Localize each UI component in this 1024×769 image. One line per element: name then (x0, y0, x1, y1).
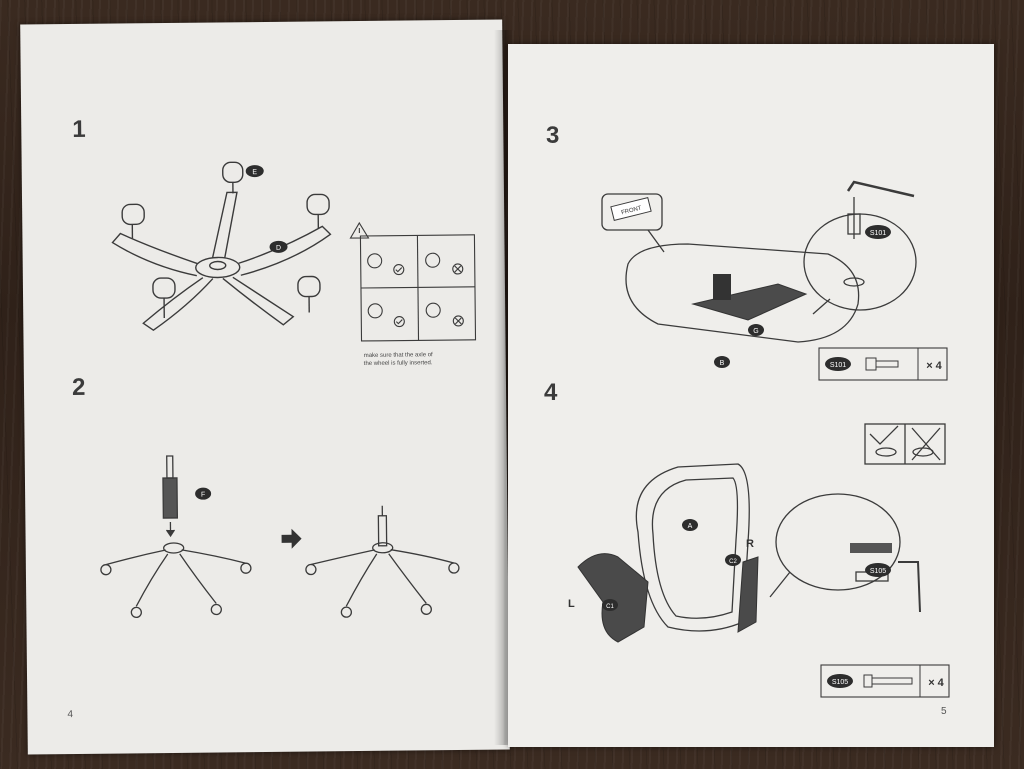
svg-text:FRONT: FRONT (621, 205, 643, 216)
part-badge-f: F (195, 487, 212, 500)
svg-text:A: A (688, 523, 693, 530)
svg-text:× 4: × 4 (926, 360, 942, 372)
step-3-number: 3 (546, 122, 560, 149)
warning-icon (349, 221, 370, 239)
check-icon (393, 316, 405, 328)
step-4-backrest-armrest-illustration: A R L C1 C2 S105 (568, 423, 946, 643)
part-badge-g: G (748, 324, 764, 336)
svg-text:S105: S105 (832, 679, 848, 686)
check-icon (393, 264, 405, 276)
part-badge-e: E (245, 165, 264, 178)
svg-text:S101: S101 (870, 230, 886, 237)
check-icon (869, 425, 899, 445)
manual-page-right: 3 4 FRONT S101 G (508, 44, 994, 747)
left-side-label: L (568, 598, 575, 610)
svg-text:D: D (276, 245, 281, 252)
step-1-base-illustration: E D (111, 161, 332, 332)
step-3-seat-mechanism-illustration: FRONT S101 G B (601, 180, 917, 368)
svg-text:C2: C2 (729, 559, 737, 565)
caution-caption: make sure that the axle of the wheel is … (364, 351, 464, 368)
cross-icon (452, 263, 464, 275)
svg-text:E: E (252, 169, 257, 176)
svg-text:S101: S101 (830, 362, 846, 369)
cross-icon (452, 315, 464, 327)
part-badge-s105: S105 (865, 563, 891, 577)
step-2-gas-lift-illustration: F (100, 455, 460, 619)
step-4-number: 4 (544, 379, 558, 406)
step-1-number: 1 (72, 115, 86, 144)
part-badge-a: A (682, 519, 698, 531)
hardware-box-s105: S105 × 4 (820, 664, 950, 698)
page-number-left: 4 (67, 709, 74, 721)
part-badge-s101: S101 (865, 225, 891, 239)
svg-text:F: F (201, 492, 205, 499)
svg-text:S105: S105 (870, 568, 886, 575)
wheel-insertion-caution-panel (349, 221, 477, 342)
step-2-number: 2 (71, 373, 86, 402)
svg-text:G: G (753, 328, 758, 335)
part-badge-d: D (269, 240, 288, 253)
manual-page-left: 1 2 E (20, 19, 510, 755)
svg-text:C1: C1 (606, 604, 614, 610)
arrow-right-icon (281, 528, 302, 549)
front-label: FRONT (610, 197, 652, 221)
part-badge-c1: C1 (602, 599, 618, 611)
svg-text:× 4: × 4 (928, 677, 944, 689)
part-badge-b: B (714, 356, 730, 368)
hardware-box-s101: S101 × 4 (818, 347, 948, 381)
page-number-right: 5 (941, 706, 947, 717)
caption-line-2: the wheel is fully inserted. (363, 360, 433, 367)
part-badge-c2: C2 (725, 554, 741, 566)
right-side-label: R (746, 538, 754, 550)
svg-text:B: B (720, 360, 725, 367)
